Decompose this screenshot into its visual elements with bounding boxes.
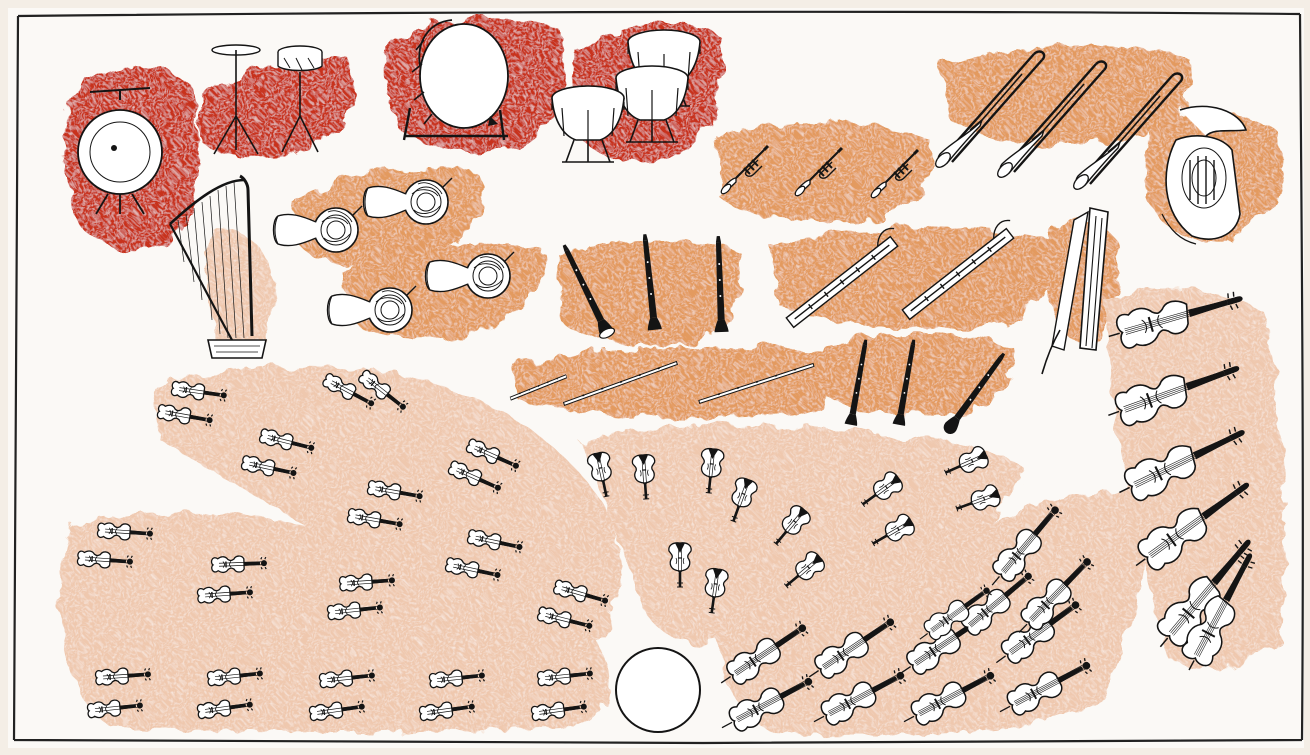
snare-drum-icon <box>277 45 323 153</box>
podium-icon <box>615 647 701 733</box>
bass-drum-icon <box>402 19 509 141</box>
trumpet-wash <box>716 122 932 223</box>
clarinet-icon <box>557 241 616 339</box>
cor-anglais-icon <box>943 349 1010 435</box>
cymbal-wash <box>200 55 355 158</box>
oboe-wash <box>820 333 1014 416</box>
harp-icon <box>169 174 267 359</box>
percussion-section <box>77 19 701 215</box>
cymbal-stand-icon <box>211 44 261 155</box>
tuba-icon <box>1161 105 1248 245</box>
flute-wash <box>512 346 844 419</box>
viola-wash <box>578 423 1024 643</box>
gong-icon <box>77 87 163 215</box>
contrabassoon-icon <box>1041 207 1109 375</box>
clarinets-section <box>557 233 729 339</box>
sketch-frame <box>12 10 1304 745</box>
trombone-wash <box>940 44 1193 145</box>
